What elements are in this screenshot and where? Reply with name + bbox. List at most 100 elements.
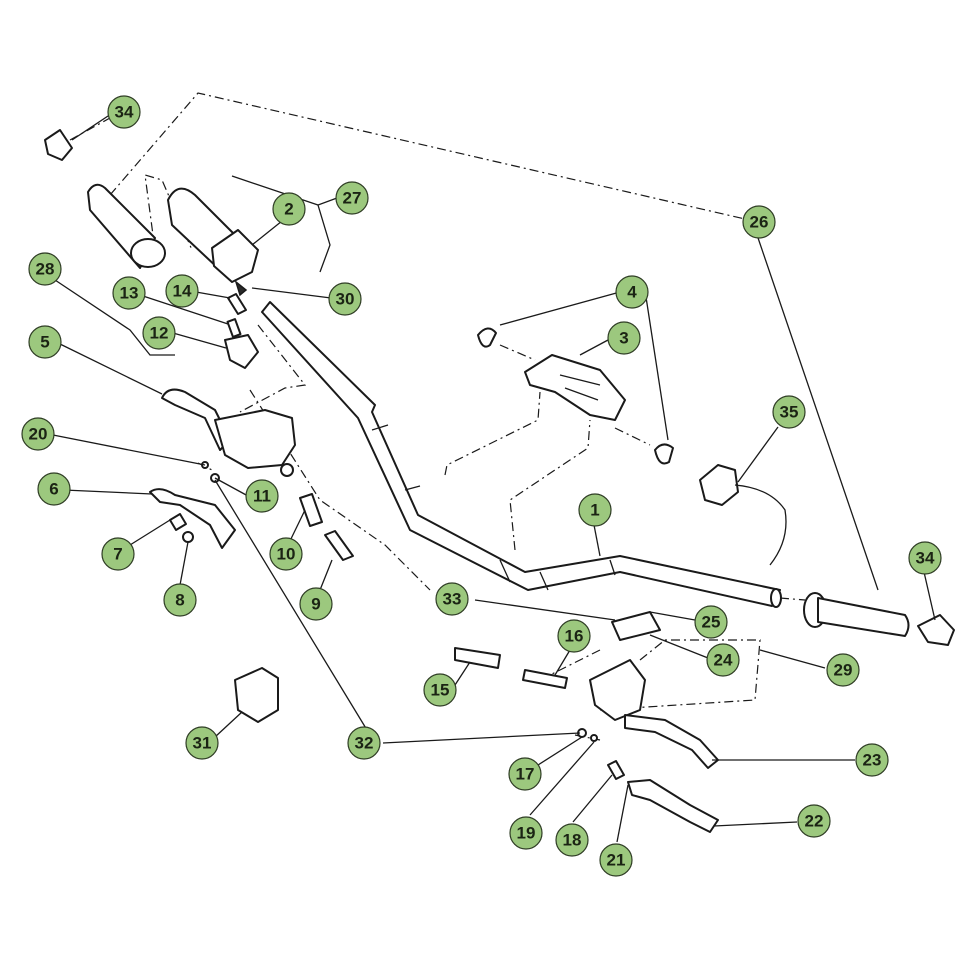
svg-text:34: 34 bbox=[115, 103, 134, 122]
handlebar bbox=[261, 301, 781, 607]
svg-text:30: 30 bbox=[336, 290, 355, 309]
svg-text:28: 28 bbox=[36, 260, 55, 279]
callout-7: 7 bbox=[101, 537, 135, 571]
assembly-line-top bbox=[109, 92, 759, 223]
callout-24: 24 bbox=[706, 643, 740, 677]
assembly-line-grip-right bbox=[779, 597, 806, 601]
right-end-cap bbox=[917, 614, 955, 646]
brake-lever-23 bbox=[624, 714, 719, 769]
svg-text:1: 1 bbox=[590, 501, 599, 520]
svg-text:16: 16 bbox=[565, 627, 584, 646]
callout-34: 34 bbox=[107, 95, 141, 129]
master-cylinder-cap-left bbox=[224, 334, 259, 369]
assembly-line-clamp-bottom bbox=[614, 427, 651, 446]
right-grip bbox=[817, 597, 910, 637]
reservoir-cap-24 bbox=[611, 611, 661, 641]
svg-text:6: 6 bbox=[49, 480, 58, 499]
callout-4: 4 bbox=[615, 275, 649, 309]
callout-16: 16 bbox=[557, 619, 591, 653]
callouts: 34 2 27 26 28 13 14 30 4 12 3 5 35 20 6 … bbox=[21, 95, 942, 877]
assembly-line-right-perch bbox=[599, 639, 761, 711]
spring-10 bbox=[299, 493, 323, 527]
washer-8 bbox=[182, 531, 194, 543]
callout-14: 14 bbox=[165, 274, 199, 308]
svg-text:2: 2 bbox=[284, 200, 293, 219]
callout-13: 13 bbox=[112, 276, 146, 310]
svg-text:22: 22 bbox=[805, 812, 824, 831]
svg-text:34: 34 bbox=[916, 549, 935, 568]
svg-text:35: 35 bbox=[780, 403, 799, 422]
callout-20: 20 bbox=[21, 417, 55, 451]
spring-16 bbox=[522, 669, 568, 689]
svg-text:7: 7 bbox=[113, 545, 122, 564]
callout-27: 27 bbox=[335, 181, 369, 215]
callout-23: 23 bbox=[855, 743, 889, 777]
left-end-cap bbox=[44, 129, 73, 161]
pushrod-15 bbox=[454, 647, 501, 669]
callout-5: 5 bbox=[28, 325, 62, 359]
callout-11: 11 bbox=[245, 479, 279, 513]
left-master-cylinder bbox=[214, 409, 296, 469]
pin-7 bbox=[169, 513, 187, 531]
svg-text:13: 13 bbox=[120, 284, 139, 303]
throttle-housing bbox=[211, 229, 259, 283]
callout-18: 18 bbox=[555, 823, 589, 857]
assembly-line-clamp-left bbox=[444, 391, 541, 476]
callout-33: 33 bbox=[435, 582, 469, 616]
callout-22: 22 bbox=[797, 804, 831, 838]
callout-32: 32 bbox=[347, 726, 381, 760]
pin-18 bbox=[607, 760, 625, 780]
part-13 bbox=[226, 318, 242, 338]
callout-34: 34 bbox=[908, 541, 942, 575]
callout-25: 25 bbox=[694, 605, 728, 639]
svg-text:4: 4 bbox=[627, 283, 637, 302]
svg-text:31: 31 bbox=[193, 734, 212, 753]
svg-text:33: 33 bbox=[443, 590, 462, 609]
svg-text:18: 18 bbox=[563, 831, 582, 850]
switch-housing-31 bbox=[234, 667, 279, 723]
svg-text:25: 25 bbox=[702, 613, 721, 632]
lever-6 bbox=[149, 488, 236, 549]
svg-text:23: 23 bbox=[863, 751, 882, 770]
svg-text:27: 27 bbox=[343, 189, 362, 208]
svg-text:10: 10 bbox=[277, 545, 296, 564]
svg-text:26: 26 bbox=[750, 213, 769, 232]
svg-text:11: 11 bbox=[253, 487, 271, 506]
svg-text:24: 24 bbox=[714, 651, 733, 670]
callout-19: 19 bbox=[509, 816, 543, 850]
callout-28: 28 bbox=[28, 252, 62, 286]
assembly-line-clamp-top bbox=[499, 344, 536, 361]
svg-text:12: 12 bbox=[150, 324, 169, 343]
switch-35 bbox=[699, 464, 739, 506]
washer-19 bbox=[590, 734, 598, 742]
handlebar-end-right bbox=[770, 588, 782, 608]
callout-9: 9 bbox=[299, 587, 333, 621]
svg-text:14: 14 bbox=[173, 282, 192, 301]
callout-12: 12 bbox=[142, 316, 176, 350]
svg-text:15: 15 bbox=[431, 681, 450, 700]
left-grip-flange bbox=[130, 238, 166, 268]
cable-adjuster-14 bbox=[227, 293, 247, 315]
svg-text:3: 3 bbox=[619, 329, 628, 348]
callout-2: 2 bbox=[272, 192, 306, 226]
throttle-cable-end bbox=[234, 279, 248, 297]
clamp-bolt-upper bbox=[477, 327, 497, 348]
callout-21: 21 bbox=[599, 843, 633, 877]
callout-26: 26 bbox=[742, 205, 776, 239]
callout-15: 15 bbox=[423, 673, 457, 707]
master-cylinder-fitting bbox=[280, 463, 294, 477]
callout-10: 10 bbox=[269, 537, 303, 571]
callout-3: 3 bbox=[607, 321, 641, 355]
pushrod-9 bbox=[324, 530, 354, 561]
callout-17: 17 bbox=[508, 757, 542, 791]
callout-1: 1 bbox=[578, 493, 612, 527]
assembly-line-left-perch bbox=[239, 324, 307, 413]
handlebar-clamp-3 bbox=[524, 354, 626, 421]
leader-lines bbox=[52, 115, 936, 843]
callout-8: 8 bbox=[163, 583, 197, 617]
svg-text:17: 17 bbox=[516, 765, 535, 784]
svg-text:20: 20 bbox=[29, 425, 48, 444]
svg-text:5: 5 bbox=[40, 333, 49, 352]
svg-text:8: 8 bbox=[175, 591, 184, 610]
lever-22 bbox=[627, 779, 719, 833]
